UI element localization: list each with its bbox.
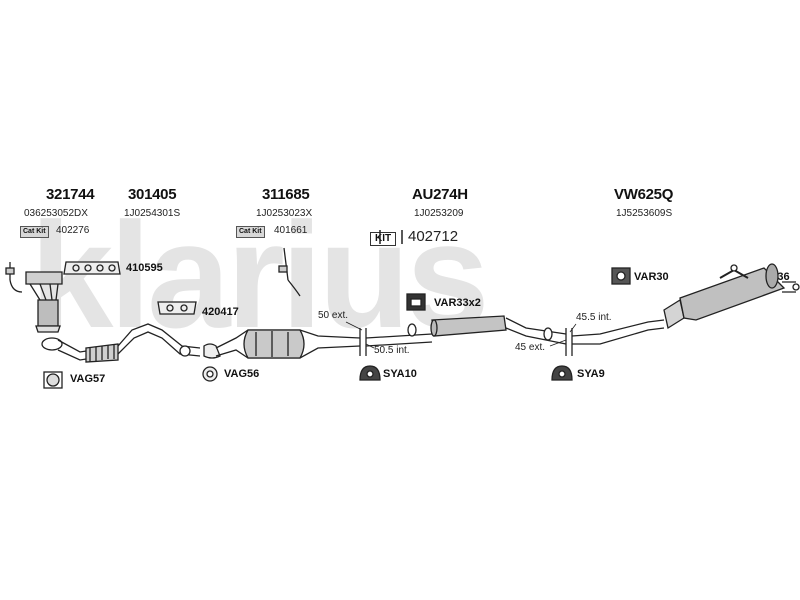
catalytic-converter-icon [215, 247, 361, 359]
cat-kit-number-401661: 401661 [274, 225, 308, 236]
note-45-ext: 45 ext. [515, 342, 546, 353]
pipe-clamp-icon [359, 328, 573, 356]
part-number-301405: 301405 [128, 186, 177, 203]
gasket-ring-vag57-icon [43, 371, 63, 389]
lambda-sensor-icon [5, 262, 23, 293]
note-50-5-int: 50.5 int. [374, 345, 410, 356]
cat-kit-tag: Cat Kit [20, 226, 49, 238]
cat-kit-number-402276: 402276 [56, 225, 90, 236]
rear-silencer-icon [571, 263, 800, 345]
kit-box-icon [379, 230, 403, 244]
rubber-mount-var30-icon [611, 267, 631, 285]
part-number-vw625q: VW625Q [614, 186, 674, 203]
label-sya9: SYA9 [577, 368, 605, 380]
rubber-mount-var33-icon [406, 293, 426, 311]
mounting-sya9-icon [551, 365, 573, 381]
oem-number-311685: 1J0253023X [256, 208, 313, 219]
kit-tag: KIT [370, 232, 397, 246]
exhaust-manifold-icon [25, 271, 63, 333]
flange-gasket-icon [157, 301, 197, 315]
note-50-ext: 50 ext. [318, 310, 349, 321]
centre-silencer-icon [365, 315, 567, 347]
label-vag57: VAG57 [70, 373, 106, 385]
front-pipe-icon [41, 323, 221, 363]
note-45-5-int: 45.5 int. [576, 312, 612, 323]
label-420417: 420417 [202, 306, 239, 318]
label-410595: 410595 [126, 262, 163, 274]
kit-number-402712: 402712 [408, 228, 459, 245]
label-sya10: SYA10 [383, 368, 417, 380]
label-var30: VAR30 [634, 271, 669, 283]
label-vag56: VAG56 [224, 368, 260, 380]
hanger-var36-icon [719, 264, 749, 279]
manifold-gasket-icon [63, 261, 121, 275]
part-number-au274h: AU274H [412, 186, 468, 203]
part-number-311685: 311685 [262, 186, 310, 203]
part-number-321744: 321744 [46, 186, 95, 203]
label-var33x2: VAR33x2 [434, 297, 481, 309]
oem-number-vw625q: 1J5253609S [616, 208, 673, 219]
gasket-ring-vag56-icon [202, 366, 218, 382]
cat-kit-tag: Cat Kit [236, 226, 265, 238]
oem-number-301405: 1J0254301S [124, 208, 181, 219]
oem-number-au274h: 1J0253209 [414, 208, 464, 219]
oem-number-321744: 036253052DX [24, 208, 88, 219]
mounting-sya10-icon [359, 365, 381, 381]
